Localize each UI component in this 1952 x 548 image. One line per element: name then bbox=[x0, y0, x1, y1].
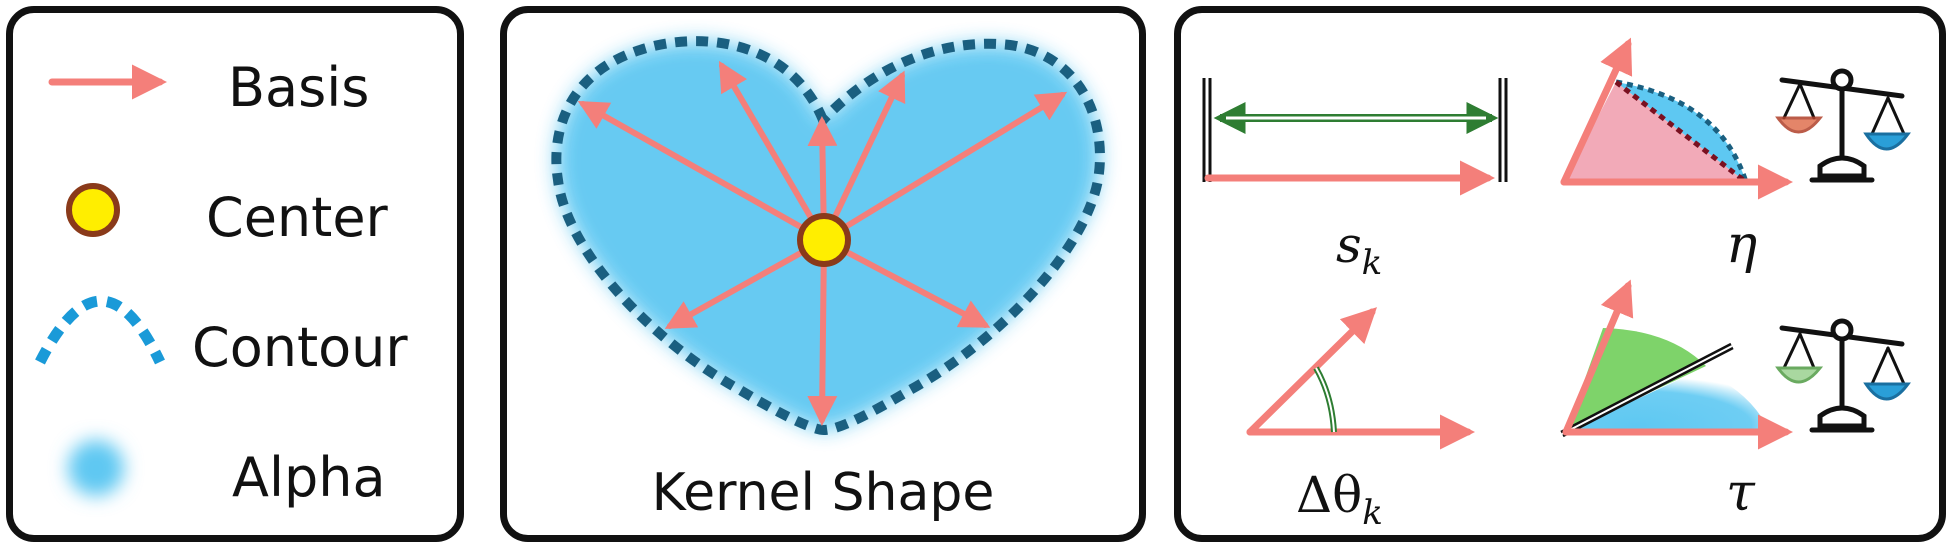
basis-arrows bbox=[577, 60, 1068, 426]
eta-curve bbox=[1615, 79, 1749, 183]
kernel-shape-figure bbox=[551, 36, 1105, 436]
balance-scale-icon bbox=[1775, 68, 1911, 183]
basis-arrow bbox=[577, 101, 827, 243]
tau-basis-arrow bbox=[1562, 279, 1634, 436]
alpha-label: Alpha bbox=[232, 446, 386, 509]
angle-arc bbox=[1313, 366, 1337, 433]
basis-arrow bbox=[664, 237, 827, 329]
tau-label: τ bbox=[1726, 463, 1756, 523]
legend-center-row: Center bbox=[66, 183, 389, 249]
kernel-shape-caption: Kernel Shape bbox=[652, 463, 995, 523]
basis-label: Basis bbox=[228, 56, 369, 119]
basis-arrow bbox=[821, 91, 1068, 243]
basis-arrow bbox=[821, 237, 991, 328]
tau-diagram bbox=[1560, 279, 1793, 450]
kernel-center-dot bbox=[797, 213, 851, 267]
parameters-panel bbox=[1174, 6, 1946, 542]
legend-basis-row: Basis bbox=[48, 56, 369, 119]
contour-arc-icon bbox=[35, 295, 165, 365]
angle-diagram bbox=[1246, 307, 1475, 450]
scale-diagram bbox=[1202, 78, 1508, 196]
contour-label: Contour bbox=[192, 316, 408, 379]
eta-basis-arrow bbox=[1560, 37, 1633, 186]
legend-alpha-row: Alpha bbox=[68, 440, 386, 509]
eta-label: η bbox=[1726, 215, 1757, 275]
center-dot-icon bbox=[66, 183, 120, 237]
basis-arrow bbox=[807, 237, 838, 426]
balance-scale-icon bbox=[1775, 318, 1911, 433]
basis-arrow bbox=[718, 60, 827, 243]
tau-divider-inner bbox=[1561, 345, 1733, 435]
center-label: Center bbox=[206, 186, 389, 249]
eta-lower-fill bbox=[1564, 82, 1746, 182]
alpha-blob-icon bbox=[68, 440, 124, 496]
eta-diagonal bbox=[1614, 80, 1748, 184]
legend-contour-row: Contour bbox=[35, 295, 408, 379]
angle-arc-inner bbox=[1315, 367, 1335, 433]
angle-basis-arrow bbox=[1246, 307, 1377, 436]
tau-blue-fill bbox=[1566, 370, 1770, 432]
eta-diagram bbox=[1560, 37, 1793, 200]
angle-label: Δθk bbox=[1296, 466, 1383, 533]
contour-dashed bbox=[551, 36, 1105, 436]
scale-label: sk bbox=[1336, 216, 1382, 283]
basis-arrow bbox=[821, 70, 906, 243]
